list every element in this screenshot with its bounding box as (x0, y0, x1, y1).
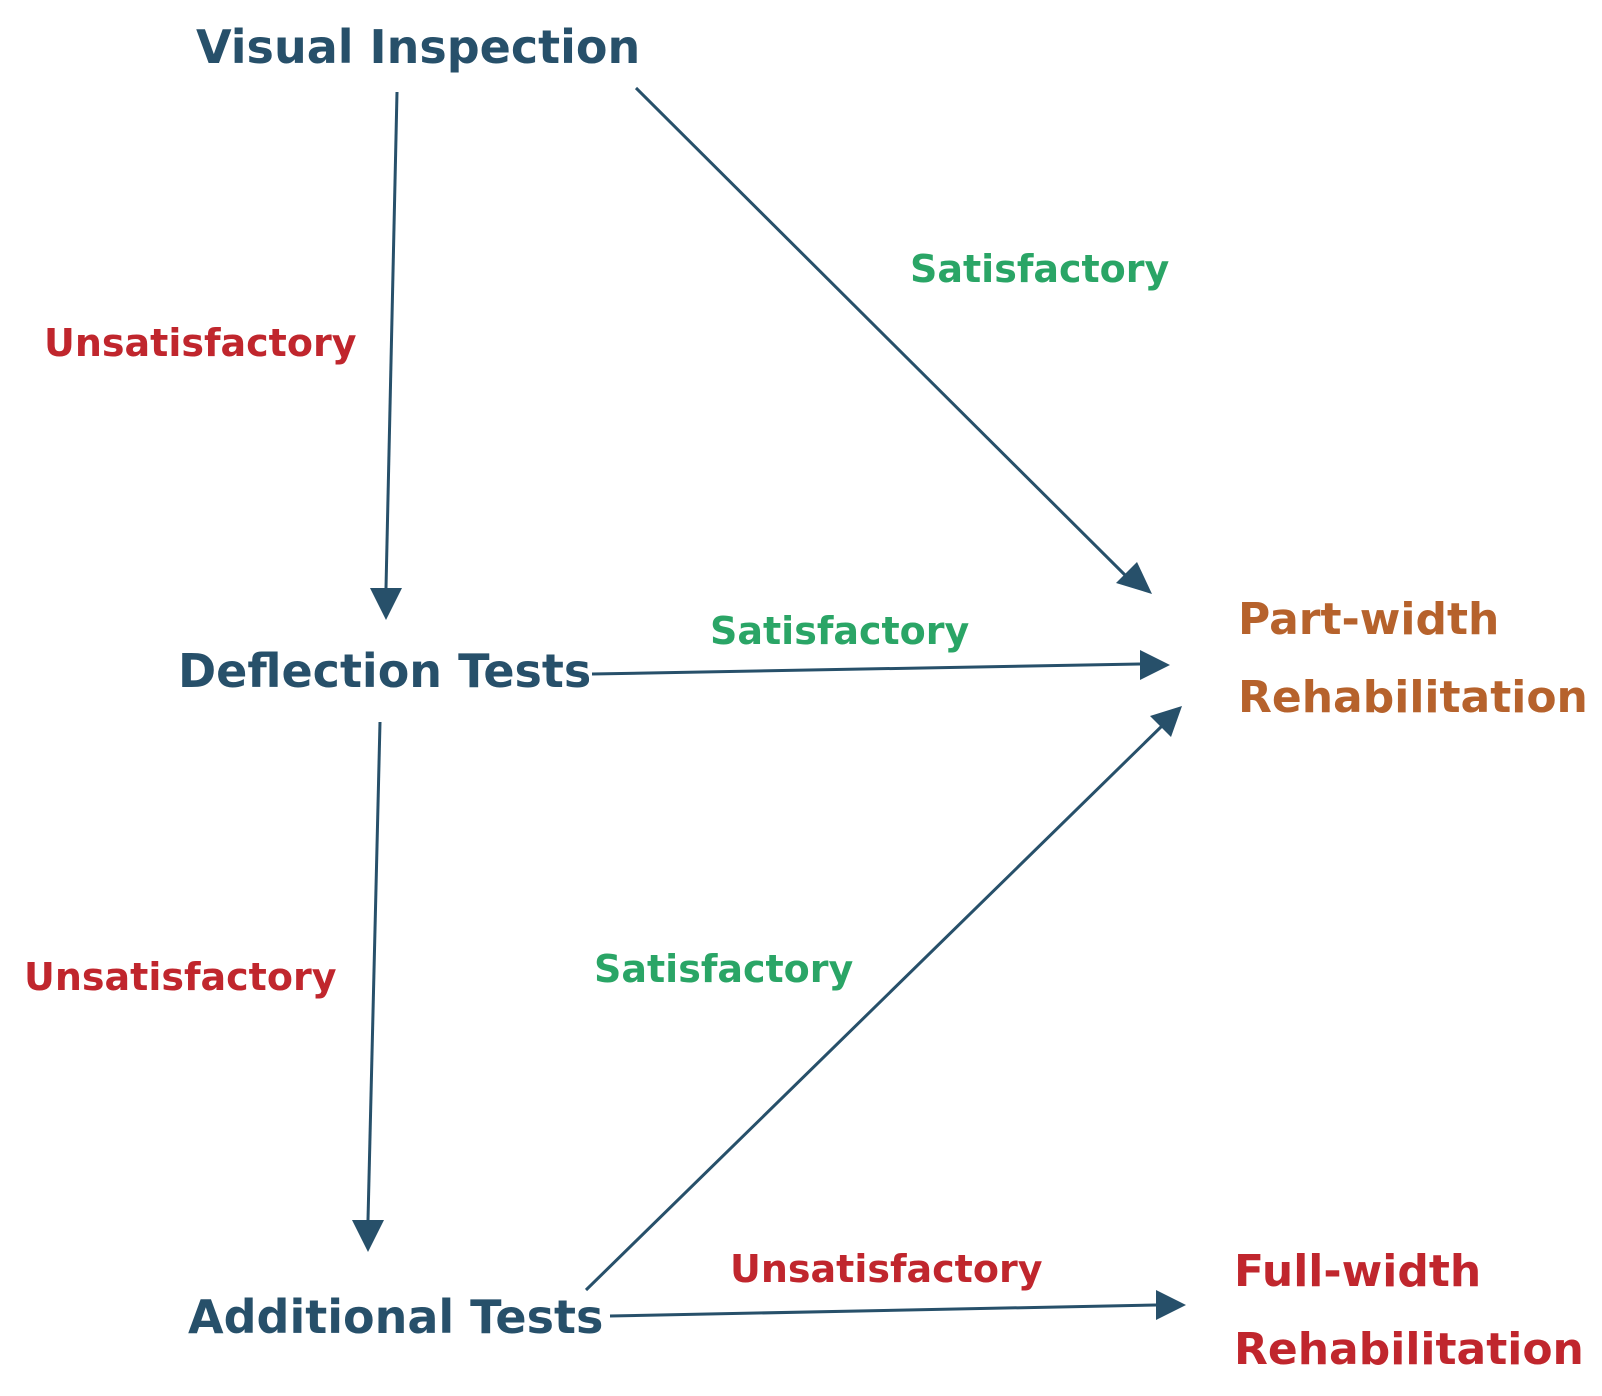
part-width-line-2: Rehabilitation (1238, 672, 1588, 723)
node-full-width-rehabilitation: Full-width Rehabilitation (1234, 1250, 1584, 1372)
node-visual-inspection: Visual Inspection (196, 20, 641, 74)
label-deflection-to-part-width: Satisfactory (710, 609, 970, 653)
label-additional-to-part-width: Satisfactory (594, 947, 854, 991)
part-width-line-1: Part-width (1238, 594, 1500, 645)
edge-visual-to-part-width (634, 86, 1152, 594)
edge-additional-to-part-width (584, 706, 1182, 1292)
label-visual-to-part-width: Satisfactory (910, 247, 1170, 291)
full-width-line-1: Full-width (1234, 1246, 1482, 1297)
label-visual-to-deflection: Unsatisfactory (44, 321, 357, 365)
node-deflection-tests: Deflection Tests (178, 644, 592, 698)
edge-visual-to-deflection (370, 91, 402, 620)
label-additional-to-full-width: Unsatisfactory (730, 1247, 1043, 1291)
label-deflection-to-additional: Unsatisfactory (24, 955, 337, 999)
node-additional-tests: Additional Tests (188, 1290, 604, 1344)
edge-deflection-to-part-width (591, 650, 1170, 680)
full-width-line-2: Rehabilitation (1234, 1324, 1584, 1375)
edge-additional-to-full-width (609, 1290, 1186, 1320)
edge-deflection-to-additional (352, 721, 384, 1252)
node-part-width-rehabilitation: Part-width Rehabilitation (1238, 598, 1588, 720)
